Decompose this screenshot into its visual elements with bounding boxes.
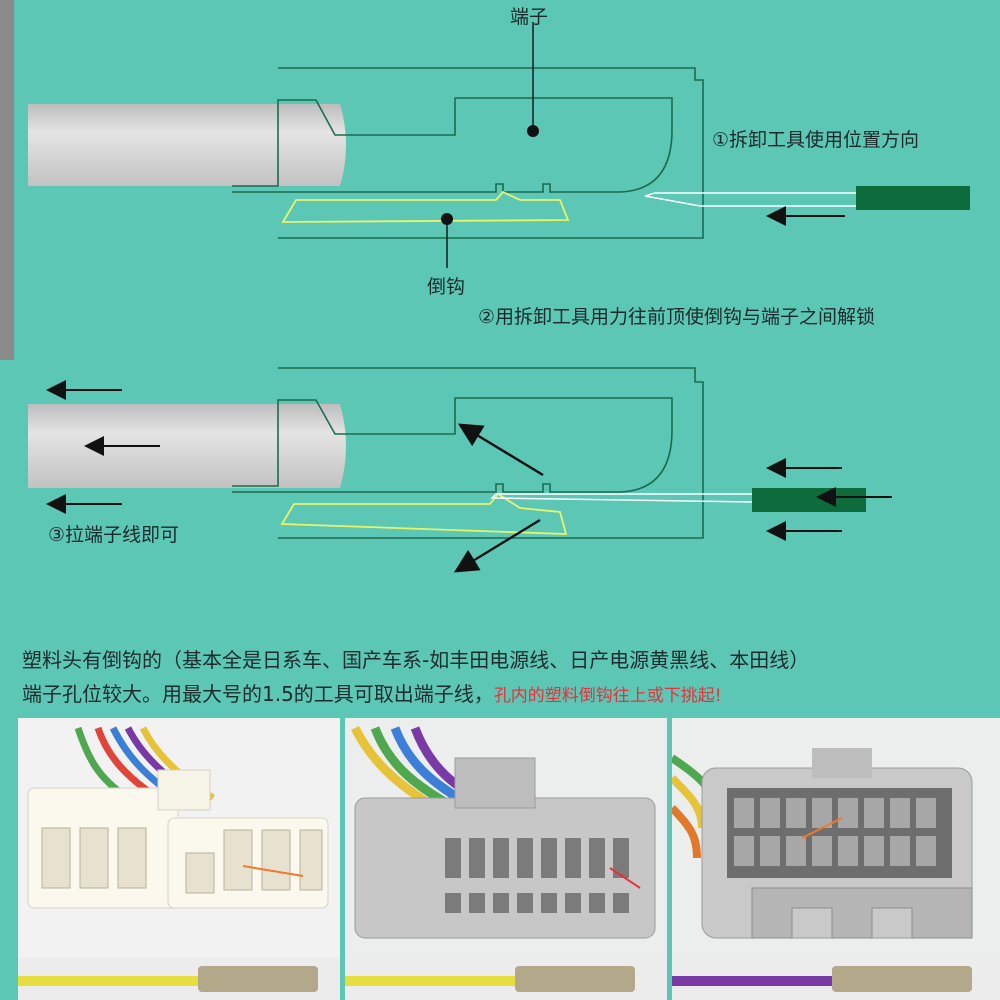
step-3-text: ③拉端子线即可 <box>48 524 180 546</box>
housing-outline-2 <box>278 367 704 539</box>
removal-tool-handle <box>856 186 970 210</box>
gray-connector-photo <box>345 718 667 1000</box>
terminal-label: 端子 <box>510 6 549 28</box>
hook-marker <box>441 213 453 225</box>
note-line-2: 端子孔位较大。用最大号的1.5的工具可取出端子线，孔内的塑料倒钩往上或下挑起! <box>22 678 722 707</box>
diagram-1 <box>28 22 970 268</box>
hook-outline-2 <box>280 492 568 535</box>
removal-tool-pin-2 <box>490 493 753 503</box>
terminal-outline <box>232 97 673 193</box>
left-edge-wires <box>0 0 14 360</box>
step-1-text: ①拆卸工具使用位置方向 <box>712 129 920 151</box>
note-line-2-highlight: 孔内的塑料倒钩往上或下挑起! <box>493 686 722 706</box>
removal-tool-pin <box>644 192 856 207</box>
white-connector-photo <box>18 718 340 1000</box>
terminal-outline-2 <box>232 397 673 493</box>
wire-sleeve <box>28 104 346 186</box>
hook-label: 倒钩 <box>427 276 466 298</box>
note-line-2-plain: 端子孔位较大。用最大号的1.5的工具可取出端子线， <box>22 682 494 706</box>
terminal-marker <box>527 125 539 137</box>
housing-outline <box>278 67 704 239</box>
removal-tool-handle-2 <box>752 488 866 512</box>
hook-outline <box>281 190 570 223</box>
note-line-1: 塑料头有倒钩的（基本全是日系车、国产车系-如丰田电源线、日产电源黄黑线、本田线） <box>22 648 810 672</box>
wire-sleeve-2 <box>28 404 346 488</box>
gray-socket-photo <box>672 718 1000 1000</box>
step-2-text: ②用拆卸工具用力往前顶使倒钩与端子之间解锁 <box>478 306 876 328</box>
diagram-2 <box>28 367 892 573</box>
diagram-svg <box>28 22 970 573</box>
